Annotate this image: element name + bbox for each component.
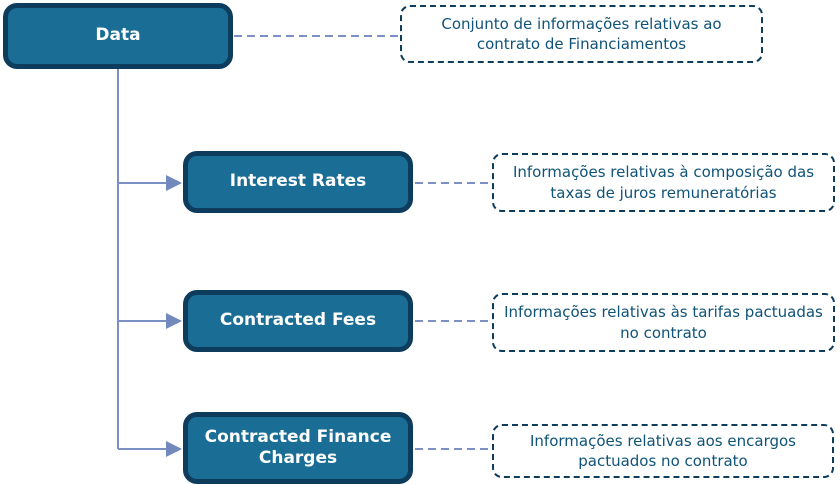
arrow-icon bbox=[166, 441, 182, 457]
node-contracted-finance-charges: Contracted Finance Charges bbox=[183, 412, 413, 484]
node-interest-rates: Interest Rates bbox=[183, 151, 413, 213]
node-contracted-fees: Contracted Fees bbox=[183, 290, 413, 352]
arrow-icon bbox=[166, 175, 182, 191]
annotation-contracted-fees: Informações relativas às tarifas pactuad… bbox=[492, 293, 835, 352]
node-data: Data bbox=[3, 3, 233, 69]
annotation-interest-rates: Informações relativas à composição das t… bbox=[492, 153, 835, 212]
annotation-contracted-finance-charges: Informações relativas aos encargos pactu… bbox=[492, 424, 834, 478]
arrow-icon bbox=[166, 313, 182, 329]
annotation-data: Conjunto de informações relativas ao con… bbox=[400, 5, 763, 63]
